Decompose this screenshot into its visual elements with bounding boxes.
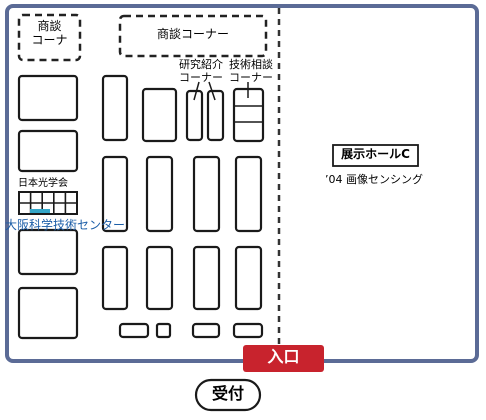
hall-label-box [332,144,419,167]
booth-kenkyu-2 [206,89,225,142]
shodan-top-label: 商談コーナー [156,27,229,41]
entrance-label: 入口 [267,347,300,366]
booth-small-4 [232,322,264,339]
shodan-small-label: 商談 コーナ [31,19,68,47]
booth-c4-3 [192,245,221,311]
shodan-corner-top [118,14,268,58]
hall-outline [5,4,479,363]
booth-c2-1 [101,74,129,142]
osaka-label: 大阪科学技術センター [5,218,126,232]
booth-small-3 [191,322,221,339]
highlight-bar [30,209,50,213]
nihon-kogaku-label: 日本光学会 [18,178,68,189]
booth-c5-3 [234,245,263,311]
booth-left-1 [17,74,79,122]
gijutsu-label: 技術相談 コーナー [229,58,273,84]
booth-small-2 [155,322,172,339]
sensing-label: ’04 画像センシング [325,173,423,186]
booth-small-1 [118,322,150,339]
reception-box [194,378,262,412]
booth-left-4 [17,286,79,340]
booth-c2-2 [101,155,129,233]
booth-c3-1 [141,87,178,143]
booth-c4-2 [192,155,221,233]
entrance-box [243,345,324,372]
kenkyu-label: 研究紹介 コーナー [179,58,223,84]
booth-grid [18,191,78,215]
booth-left-3 [17,228,79,276]
booth-kenkyu-1 [185,89,204,142]
reception-label: 受付 [211,384,244,403]
booth-c3-2 [145,155,174,233]
booth-c5-2 [234,155,263,233]
shodan-corner-small [17,13,82,62]
booth-c2-3 [101,245,129,311]
hall-label: 展示ホールC [341,147,410,161]
booth-c3-3 [145,245,174,311]
booth-left-2 [17,129,79,173]
